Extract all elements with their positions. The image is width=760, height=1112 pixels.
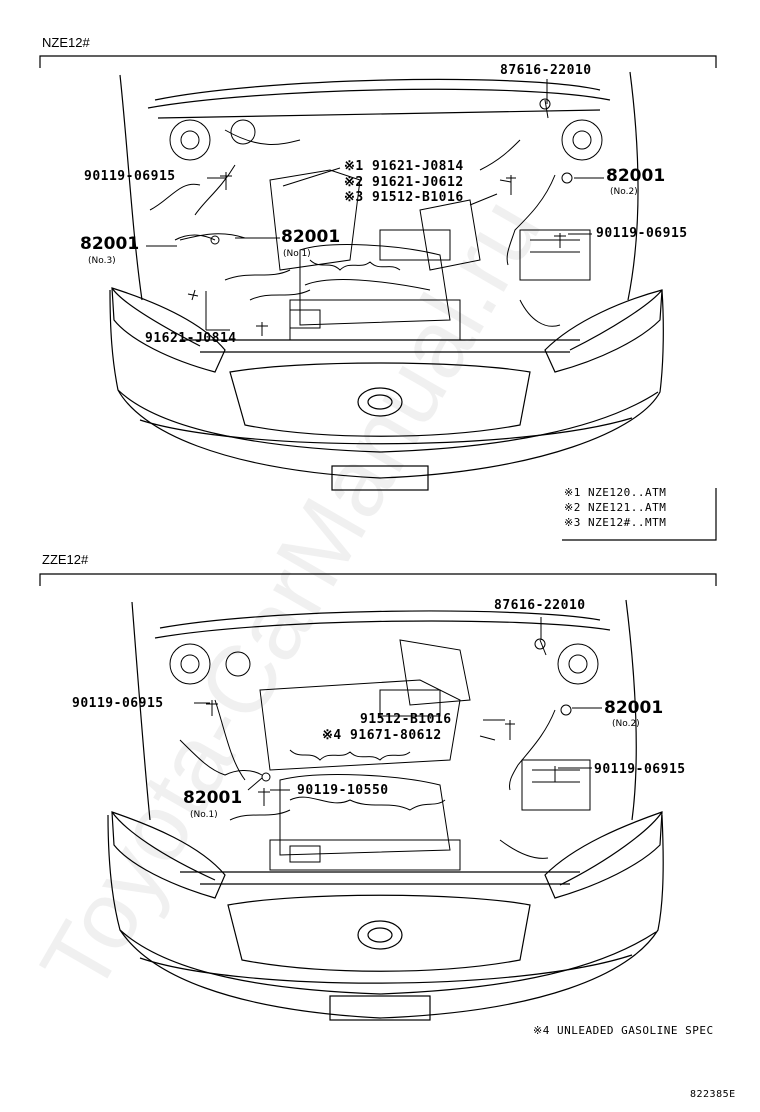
part-label: 82001	[604, 698, 664, 718]
part-sublabel: (No.1)	[283, 249, 311, 259]
figure-code: 822385E	[690, 1089, 736, 1100]
part-sublabel: (No.1)	[190, 810, 218, 820]
part-label: 90119-06915	[594, 762, 686, 777]
part-label: 87616-22010	[500, 63, 592, 78]
svg-text:Toyota-CarManual.ru: Toyota-CarManual.ru	[21, 181, 562, 1011]
part-sublabel: (No.2)	[612, 719, 640, 729]
bottom-leader-lines	[194, 617, 602, 791]
variant-note: ※1 NZE120..ATM	[564, 486, 667, 499]
top-engine	[149, 98, 603, 341]
part-label: 87616-22010	[494, 598, 586, 613]
part-label: 82001	[606, 166, 666, 186]
variant-note: ※2 NZE121..ATM	[564, 501, 667, 514]
bottom-car-outline	[107, 599, 664, 1021]
part-label: 82001	[80, 234, 140, 254]
section-title-nze12: NZE12#	[42, 35, 90, 50]
part-label: 90119-06915	[596, 226, 688, 241]
part-label: ※4 91671-80612	[322, 728, 442, 743]
part-label: ※1 91621-J0814	[344, 159, 464, 174]
section-frame-top	[39, 55, 717, 541]
variant-note: ※3 NZE12#..MTM	[564, 516, 667, 529]
top-car-outline	[109, 71, 664, 491]
part-label: 91512-B1016	[360, 712, 452, 727]
part-label: 90119-06915	[84, 169, 176, 184]
part-label: 91621-J0814	[145, 331, 237, 346]
bottom-engine	[169, 638, 599, 871]
section-frame-bottom	[39, 573, 717, 586]
part-sublabel: (No.2)	[610, 187, 638, 197]
top-leader-lines	[146, 79, 604, 341]
part-label: 90119-06915	[72, 696, 164, 711]
section-title-zze12: ZZE12#	[42, 552, 89, 567]
part-sublabel: (No.3)	[88, 256, 116, 266]
part-label: ※3 91512-B1016	[344, 190, 464, 205]
part-label: ※2 91621-J0612	[344, 175, 464, 190]
part-label: 90119-10550	[297, 783, 389, 798]
part-label: 82001	[183, 788, 243, 808]
part-label: 82001	[281, 227, 341, 247]
spec-note: ※4 UNLEADED GASOLINE SPEC	[533, 1024, 714, 1037]
